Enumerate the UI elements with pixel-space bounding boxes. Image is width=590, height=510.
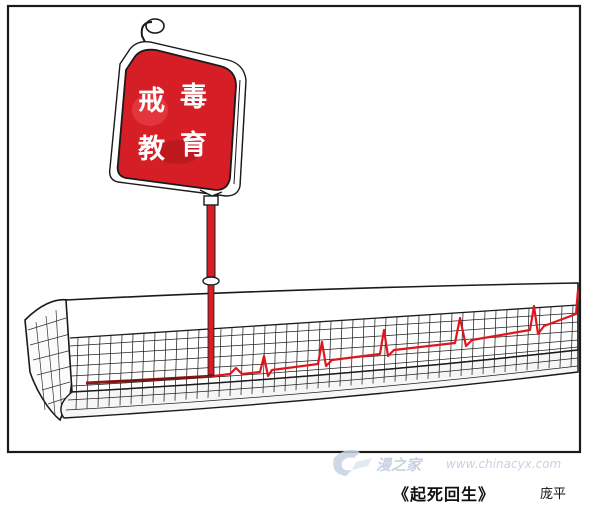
ecg-grid-line (548, 306, 552, 369)
ecg-grid-line (339, 320, 343, 387)
ecg-grid-line (350, 319, 354, 386)
iv-bag-icon: 戒 毒 教 育 (108, 18, 247, 206)
ecg-grid-line (152, 332, 156, 403)
ecg-grid-line (504, 309, 508, 373)
ecg-grid-line (438, 313, 442, 378)
ecg-grid-line (240, 326, 244, 396)
watermark-logo-icon (333, 450, 372, 476)
ecg-grid-line (251, 326, 255, 395)
ecg-grid-line (229, 327, 233, 396)
ecg-grid-line (119, 334, 123, 406)
ecg-grid-line (163, 331, 167, 402)
ecg-grid-line (130, 333, 134, 405)
cartoon-title: 《起死回生》 (393, 485, 496, 504)
ecg-grid-line (75, 337, 79, 410)
ecg-grid-line (449, 313, 453, 377)
iv-tube (202, 204, 220, 376)
ecg-strip-icon (24, 282, 580, 422)
bag-text-du: 毒 (180, 82, 207, 113)
ecg-grid-line (526, 308, 530, 371)
bag-text-jie: 戒 (138, 86, 165, 117)
ecg-grid-line (273, 324, 277, 393)
ecg-grid-line (537, 307, 541, 370)
ecg-grid-line (174, 331, 178, 401)
ecg-grid-line (482, 311, 486, 375)
watermark-brand: 漫之家 (376, 456, 424, 474)
bag-text-yu: 育 (180, 129, 207, 161)
ecg-grid-line (471, 311, 475, 376)
ecg-grid-line (383, 317, 387, 383)
ecg-grid-line (460, 312, 464, 376)
ecg-grid-line (185, 330, 189, 400)
ecg-grid-line (361, 318, 365, 385)
ecg-grid-line (284, 323, 288, 392)
watermark-url: www.chinacyx.com (446, 457, 561, 471)
ecg-grid-line (97, 336, 101, 408)
ecg-grid-line (559, 306, 563, 368)
ecg-grid-line (295, 323, 299, 391)
ecg-grid-line (108, 335, 112, 407)
ecg-grid-line (306, 322, 310, 390)
ecg-grid-line (86, 336, 90, 409)
ecg-grid-line (328, 321, 332, 388)
ecg-grid-line (372, 318, 376, 384)
bag-text-jiao: 教 (138, 134, 165, 165)
author-name: 庞平 (540, 487, 567, 502)
ecg-grid-line (515, 308, 519, 372)
ecg-grid-line (218, 328, 222, 397)
ecg-grid-line (196, 329, 200, 399)
ecg-grid-line (493, 310, 497, 374)
ecg-grid-line (141, 333, 145, 404)
